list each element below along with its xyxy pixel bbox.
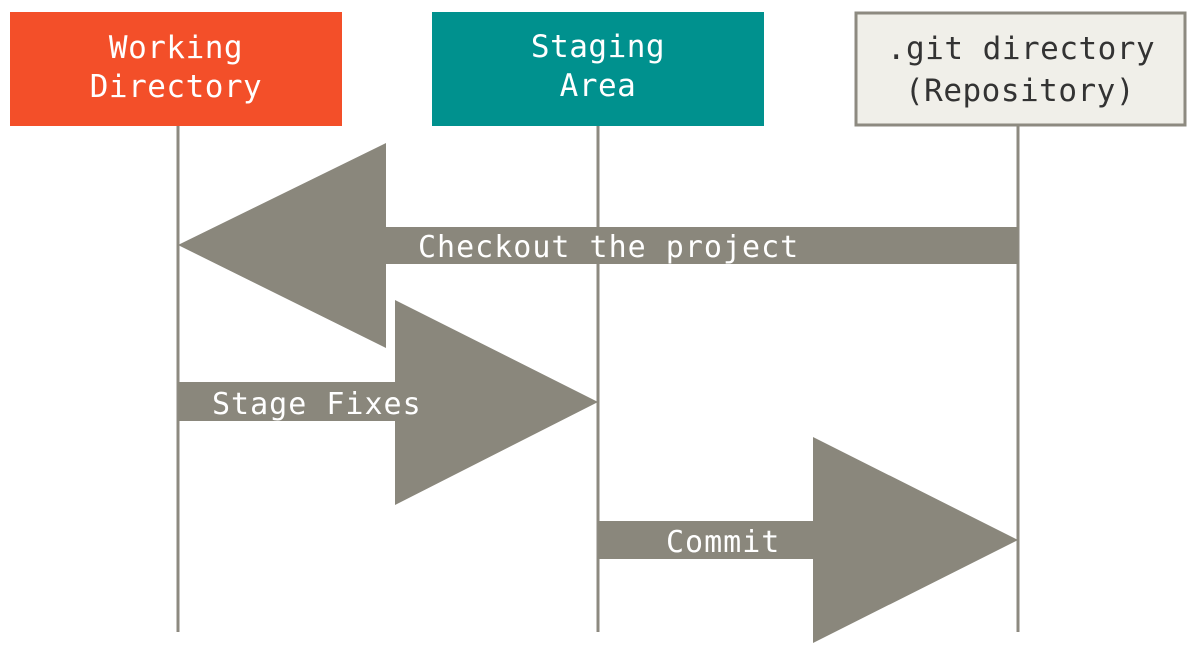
stage-fixes-arrow: Stage Fixes [178, 300, 598, 505]
stage-fixes-arrow-shape [178, 300, 598, 505]
repository-label-line2: (Repository) [905, 73, 1135, 109]
repository-box: .git directory (Repository) [854, 11, 1187, 127]
working-directory-label-line1: Working [109, 30, 243, 66]
commit-arrow-shape [598, 437, 1018, 643]
checkout-arrow-label: Checkout the project [418, 230, 799, 265]
working-directory-label-line2: Directory [90, 69, 262, 105]
commit-arrow-label: Commit [666, 525, 780, 560]
staging-area-box: Staging Area [432, 12, 764, 126]
staging-area-box-bg [432, 12, 764, 126]
repository-label-line1: .git directory [887, 31, 1155, 67]
working-directory-box-bg [10, 12, 342, 126]
repository-box-bg [854, 11, 1187, 127]
staging-area-label-line2: Area [560, 68, 637, 104]
staging-area-label-line1: Staging [531, 29, 665, 65]
working-directory-box: Working Directory [10, 12, 342, 126]
commit-arrow: Commit [598, 437, 1018, 643]
checkout-arrow-shape [178, 143, 1018, 348]
checkout-arrow: Checkout the project [178, 143, 1018, 348]
stage-fixes-arrow-label: Stage Fixes [212, 387, 422, 422]
